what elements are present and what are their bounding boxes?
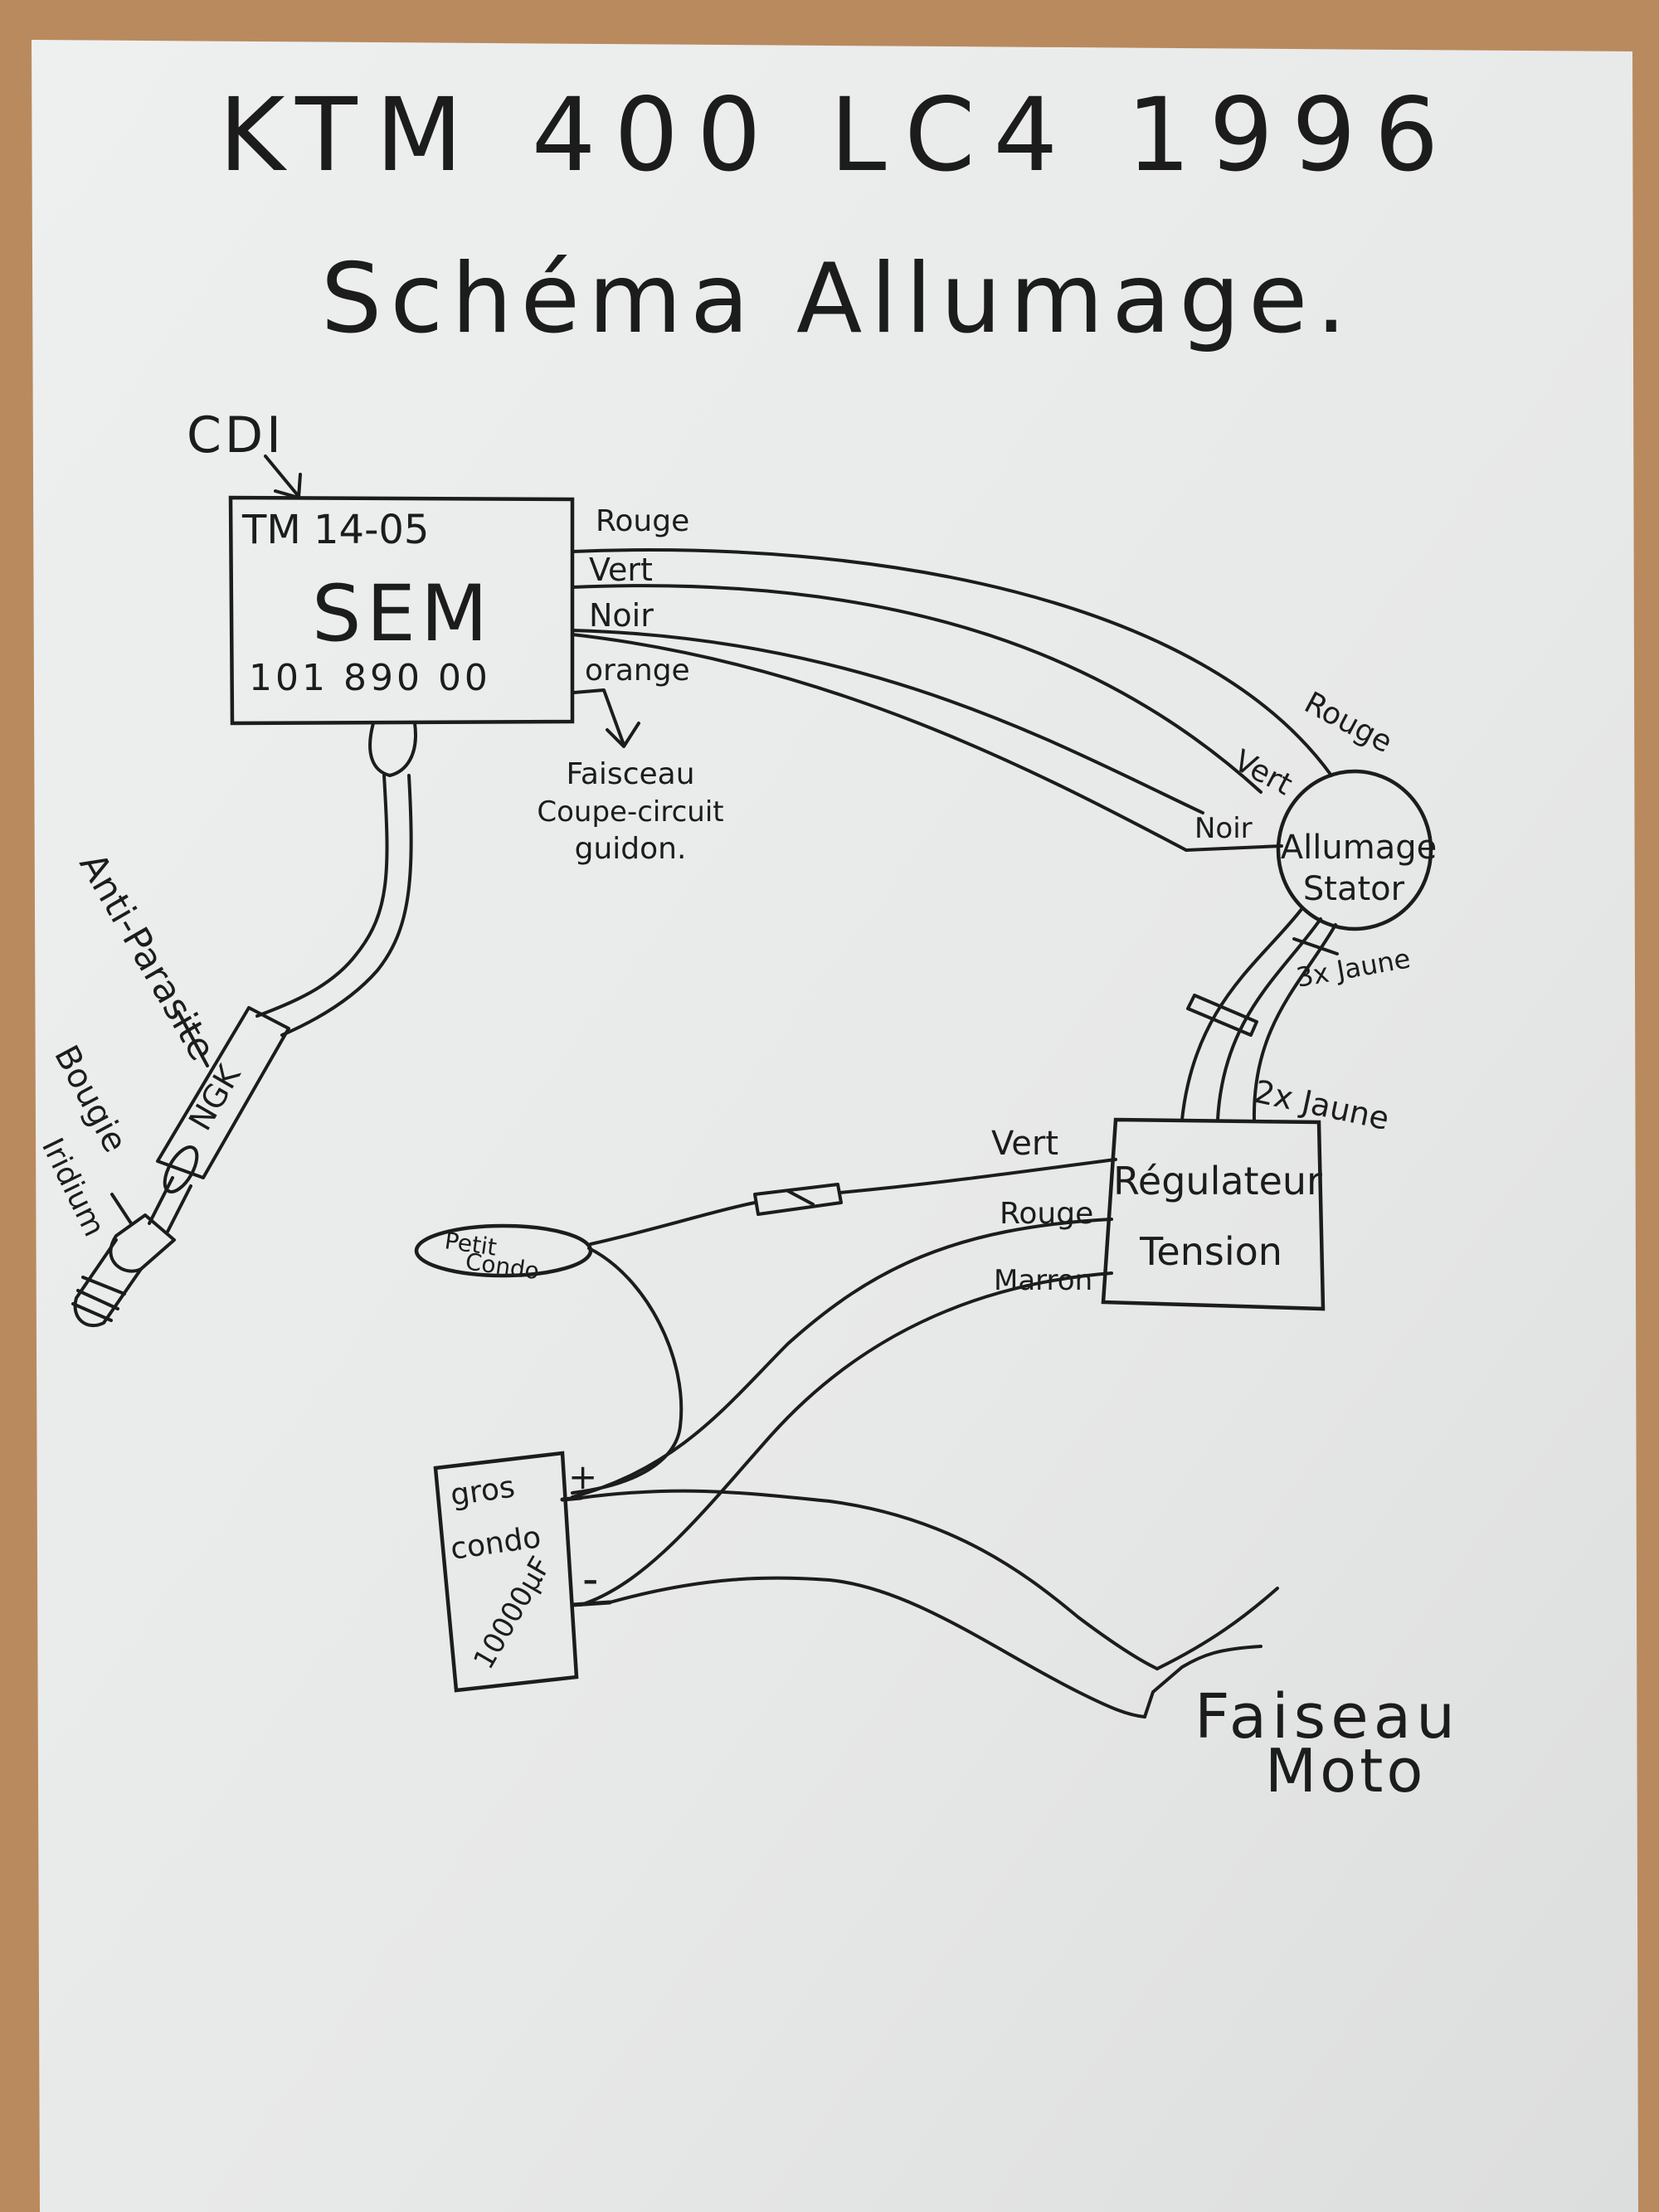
harness-exit-1 [1155,1587,1279,1670]
minus-terminal-lead [570,1600,612,1607]
wire-plus-harness [579,1489,1159,1670]
cdi-wire-orange-label: orange [585,654,690,688]
wire-marron-reg-to-minus [579,1271,1113,1607]
cdi-ref-top: TM 14-05 [241,507,429,553]
cdi-ref-bottom: 101 890 00 [249,657,491,699]
regulator-wire-marron-label: Marron [994,1264,1092,1297]
wire-vert-2 [571,629,1204,814]
paper-sheet [32,40,1638,2212]
ht-lead [255,722,417,1037]
wire-minus-harness [608,1576,1146,1719]
wire-vert [571,584,1262,794]
fuse-element [786,1189,815,1206]
yellow-wires-bundle [1180,907,1339,1121]
regulator-label-line1: Régulateur [1113,1159,1322,1203]
plus-terminal: + [568,1456,597,1497]
plus-terminal-lead [560,1495,583,1502]
subtitle: Schéma Allumage. [321,243,1355,355]
harness-exit-2 [1143,1645,1262,1719]
cdi-wire-noir-label: Noir [589,597,654,634]
cdi-wire-vert-label: Vert [589,552,653,588]
anti-parasite-pointer [177,1010,209,1067]
stator-label-line1: Allumage [1281,829,1437,867]
stator-wire-noir-label: Noir [1194,812,1253,845]
bike-harness-line2: Moto [1265,1736,1426,1806]
cdi-unit: TM 14-05 SEM 101 890 00 [228,495,575,726]
bougie-pointer [110,1193,133,1225]
wire-vert-fuse-left [589,1201,757,1246]
ignition-stator: Allumage Stator [1276,769,1437,931]
cdi-label: CDI [187,406,285,464]
inline-fuse [753,1183,843,1216]
harness-cutoff-line1: Faisceau [566,757,694,791]
cdi-arrow [264,455,299,496]
wire-noir [571,633,1188,852]
harness-cutoff-line2: Coupe-circuit [537,795,723,829]
wire-vert-fuse-right [838,1158,1117,1194]
wire-rouge [571,548,1333,777]
cdi-brand: SEM [312,569,493,659]
bike-harness-line1: Faiseau [1194,1681,1460,1753]
regulator-wire-vert-label: Vert [991,1125,1058,1163]
minus-terminal: - [582,1553,599,1605]
wire-rouge-reg-to-plus [571,1218,1113,1499]
wire-noir-end [1185,844,1283,852]
wire-orange-arrow-head [606,722,640,748]
title: KTM 400 LC4 1996 [219,76,1457,194]
harness-cutoff-line3: guidon. [575,832,687,866]
cdi-wire-rouge-label: Rouge [596,504,689,538]
wire-orange [572,688,625,746]
spark-plug [71,1176,192,1328]
voltage-regulator: Régulateur Tension [1101,1117,1326,1311]
regulator-label-line2: Tension [1139,1229,1282,1274]
wire-small-to-big-plus [571,1247,684,1495]
stator-label-line2: Stator [1303,870,1405,908]
